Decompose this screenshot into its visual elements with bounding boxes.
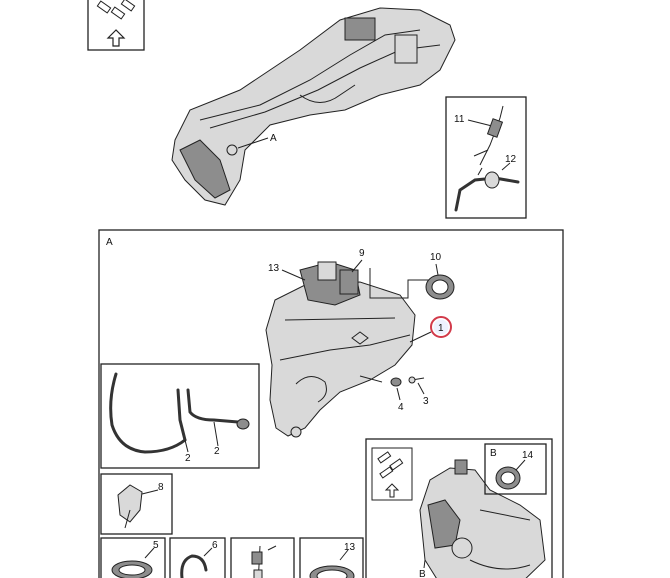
callout-1-marker[interactable]: [430, 316, 452, 338]
callout-2b: 2: [214, 446, 220, 457]
callout-11: 11: [454, 114, 465, 125]
sensor-box[interactable]: [445, 96, 527, 219]
callout-top-a: A: [270, 133, 277, 144]
callout-6: 6: [212, 540, 218, 551]
washer-reservoir[interactable]: [265, 261, 416, 438]
sensor-7-box[interactable]: [230, 537, 295, 578]
grommet-and-screw[interactable]: [390, 376, 425, 387]
seal-5-box[interactable]: [100, 537, 166, 578]
filler-cap[interactable]: [425, 274, 455, 300]
detail-box-a-label: A: [106, 237, 113, 248]
callout-9: 9: [359, 248, 365, 259]
callout-12: 12: [505, 154, 517, 165]
callout-13: 13: [268, 263, 280, 274]
ring-box-b-label: B: [490, 448, 497, 459]
up-arrow-icon: [106, 29, 126, 47]
callout-2a: 2: [185, 453, 191, 464]
hose-box[interactable]: [100, 363, 260, 469]
seal-13-box[interactable]: [299, 537, 364, 578]
pump-detail-box[interactable]: [365, 438, 553, 578]
callout-bottom-b: B: [419, 569, 426, 578]
bracket-assembly[interactable]: [171, 7, 456, 206]
callout-5: 5: [153, 540, 159, 551]
callout-1: 1: [438, 323, 444, 334]
callout-10: 10: [430, 252, 442, 263]
up-arrow-icon: [384, 483, 400, 498]
top-left-icon-box[interactable]: [87, 0, 145, 51]
connector-bundle-icon: [96, 0, 136, 20]
detail-box-a[interactable]: [98, 229, 564, 578]
callout-14: 14: [522, 450, 534, 461]
ring-box-b[interactable]: [484, 443, 547, 495]
clip-6-box[interactable]: [169, 537, 226, 578]
callout-3: 3: [423, 396, 429, 407]
callout-13b: 13: [344, 542, 356, 553]
callout-8: 8: [158, 482, 164, 493]
bracket-8-box[interactable]: [100, 473, 173, 535]
callout-4: 4: [398, 402, 404, 413]
connector-bundle-icon: [371, 447, 413, 501]
